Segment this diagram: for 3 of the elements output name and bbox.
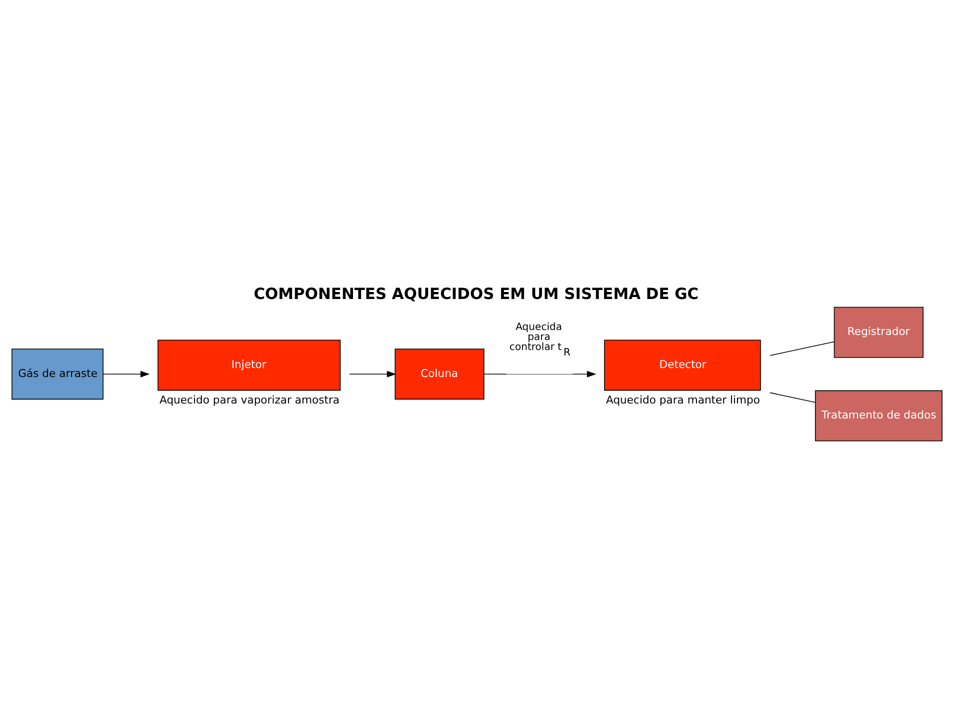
diagram-title: COMPONENTES AQUECIDOS EM UM SISTEMA DE GC — [254, 284, 699, 303]
node-label: Aquecido para vaporizar amostra — [160, 394, 340, 407]
node-label: Aquecido para manter limpo — [606, 394, 760, 407]
